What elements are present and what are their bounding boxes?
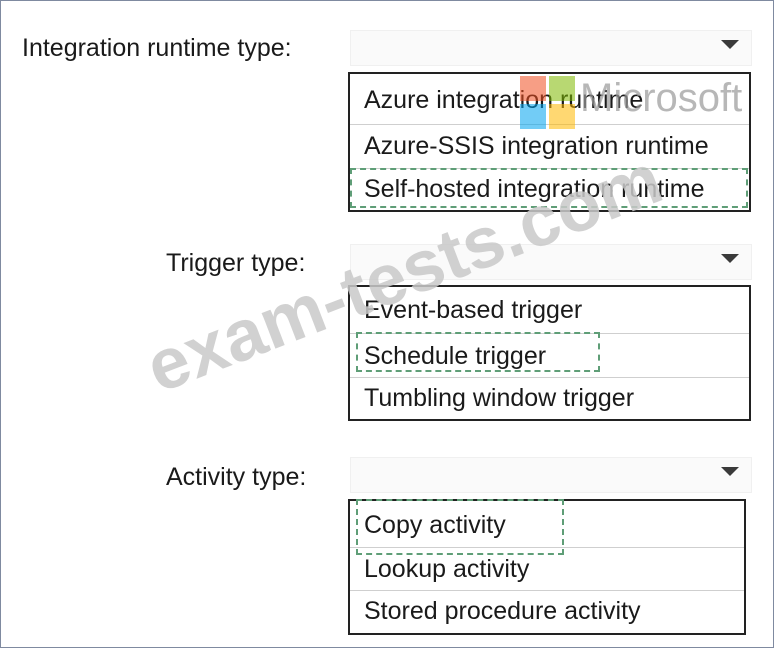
chevron-down-icon (721, 40, 739, 49)
option-lookup-activity[interactable]: Lookup activity (350, 547, 744, 589)
chevron-down-icon (721, 467, 739, 476)
microsoft-watermark: Microsoft (580, 76, 743, 120)
option-tumbling-window-trigger[interactable]: Tumbling window trigger (350, 377, 749, 419)
logo-square-green (549, 76, 575, 101)
integration-runtime-type-label: Integration runtime type: (22, 34, 292, 62)
option-self-hosted-integration-runtime[interactable]: Self-hosted integration runtime (350, 168, 749, 210)
activity-type-dropdown[interactable] (350, 457, 752, 493)
option-azure-ssis-integration-runtime[interactable]: Azure-SSIS integration runtime (350, 124, 749, 166)
trigger-type-dropdown[interactable] (350, 244, 752, 280)
option-stored-procedure-activity[interactable]: Stored procedure activity (350, 590, 744, 632)
integration-runtime-options: Azure integration runtime Azure-SSIS int… (348, 72, 751, 212)
trigger-type-label: Trigger type: (166, 249, 306, 277)
option-event-based-trigger[interactable]: Event-based trigger (364, 296, 583, 324)
microsoft-logo-icon (520, 76, 576, 130)
option-schedule-trigger[interactable]: Schedule trigger (350, 333, 749, 377)
activity-type-label: Activity type: (166, 463, 307, 491)
logo-square-red (520, 76, 546, 101)
chevron-down-icon (721, 254, 739, 263)
option-copy-activity[interactable]: Copy activity (364, 511, 506, 539)
logo-square-blue (520, 104, 546, 129)
integration-runtime-dropdown[interactable] (350, 30, 752, 66)
activity-type-options: Copy activity Lookup activity Stored pro… (348, 499, 746, 635)
option-azure-integration-runtime[interactable]: Azure integration runtime (364, 86, 644, 114)
logo-square-yellow (549, 104, 575, 129)
